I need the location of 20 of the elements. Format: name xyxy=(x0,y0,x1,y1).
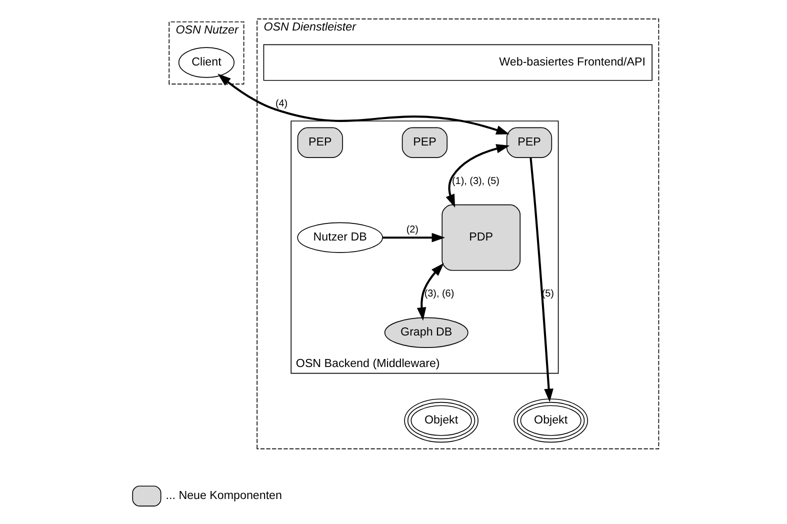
legend-label: ... Neue Komponenten xyxy=(165,488,282,502)
edge-label: (2) xyxy=(406,224,418,235)
arrow xyxy=(445,144,510,208)
node-box: PDP xyxy=(441,204,520,270)
node-box: PEP xyxy=(401,126,448,158)
edge-label: (1), (3), (5) xyxy=(451,175,499,186)
arrow xyxy=(217,73,510,134)
node-ellipse: Objekt xyxy=(513,398,588,442)
node-ellipse: Objekt xyxy=(404,398,478,442)
node-box: PEP xyxy=(506,126,552,158)
node-box: PEP xyxy=(296,126,342,158)
arrow xyxy=(416,262,444,320)
arrow xyxy=(529,156,553,402)
edge-label: (3), (6) xyxy=(424,288,454,300)
node-ellipse: Nutzer DB xyxy=(296,222,382,252)
arrow xyxy=(382,232,445,242)
node-ellipse: Client xyxy=(178,46,234,78)
edge-label: (4) xyxy=(274,98,288,110)
node-box: Web-basiertes Frontend/API xyxy=(262,44,652,80)
node-ellipse: Graph DB xyxy=(384,316,468,348)
